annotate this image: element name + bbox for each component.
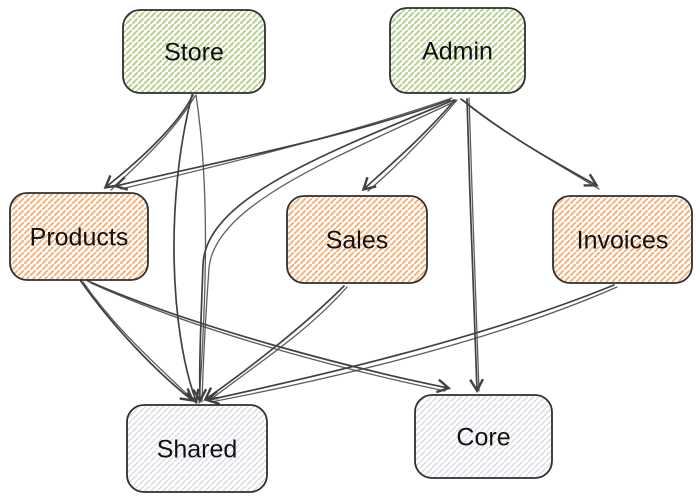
node-shared-label: Shared bbox=[157, 436, 238, 464]
edge-admin-products bbox=[112, 97, 453, 191]
node-products-label: Products bbox=[30, 224, 129, 252]
node-invoices: Invoices bbox=[552, 195, 693, 284]
node-store-box bbox=[122, 9, 266, 94]
node-sales-box bbox=[286, 195, 428, 284]
edge-admin-invoices bbox=[460, 98, 600, 190]
node-invoices-box bbox=[552, 195, 693, 284]
node-admin: Admin bbox=[389, 7, 526, 94]
node-store: Store bbox=[122, 9, 266, 94]
node-sales-label: Sales bbox=[326, 227, 389, 255]
edge-admin-sales bbox=[361, 99, 458, 192]
node-core: Core bbox=[414, 394, 553, 479]
edge-sales-shared bbox=[203, 285, 348, 402]
node-products-box bbox=[9, 192, 149, 281]
node-shared-box bbox=[126, 404, 268, 493]
node-store-label: Store bbox=[164, 39, 224, 67]
edge-products-core bbox=[87, 280, 452, 394]
edge-admin-shared bbox=[192, 99, 457, 404]
node-products: Products bbox=[9, 192, 149, 281]
node-admin-box bbox=[389, 7, 526, 94]
edges-layer bbox=[79, 94, 618, 406]
node-shared: Shared bbox=[126, 404, 268, 493]
node-core-box bbox=[414, 394, 553, 479]
edge-invoices-shared bbox=[204, 284, 618, 406]
edge-admin-core bbox=[466, 97, 484, 394]
edge-store-shared bbox=[173, 94, 207, 404]
node-core-label: Core bbox=[456, 424, 510, 452]
edge-products-shared bbox=[79, 279, 197, 404]
node-admin-label: Admin bbox=[422, 38, 493, 66]
node-invoices-label: Invoices bbox=[577, 227, 669, 255]
node-sales: Sales bbox=[286, 195, 428, 284]
